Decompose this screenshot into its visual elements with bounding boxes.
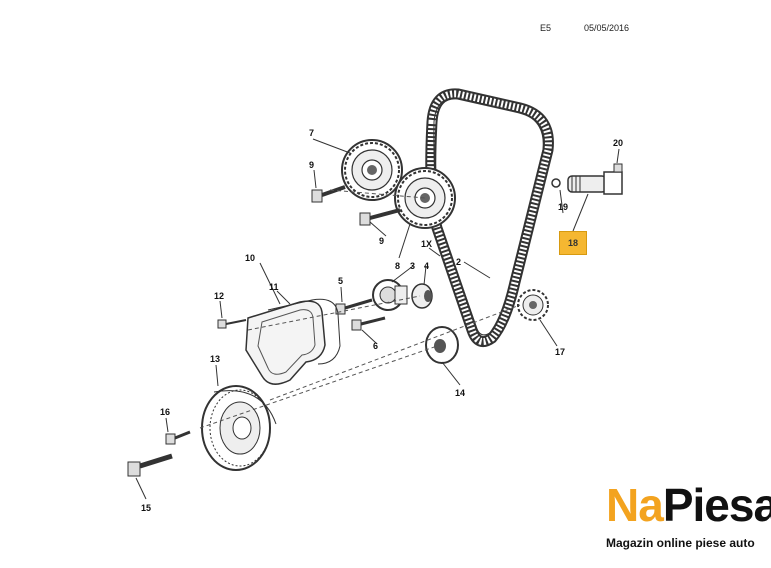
- tensioner-washer: [551, 178, 561, 188]
- hydraulic-tensioner: [567, 171, 623, 195]
- callout-labels: 7 9 9 1X 2 8 3 4 5 6 10 11 12 13 14 17 1…: [141, 128, 623, 513]
- callout-2: 2: [456, 257, 461, 267]
- timing-cover: [245, 300, 326, 385]
- tensioner-pulley: [372, 279, 408, 311]
- tensioner-bolt: [335, 298, 373, 315]
- idler-bolt: [351, 316, 386, 331]
- callout-12: 12: [214, 291, 224, 301]
- camshaft-bolt-upper: [311, 185, 346, 203]
- diagram-code: E5: [540, 23, 552, 33]
- crankshaft-pulley: [201, 385, 277, 471]
- cover-bolt: [217, 319, 247, 329]
- centre-lines: [199, 189, 521, 429]
- callout-15: 15: [141, 503, 151, 513]
- idler-pulley-lower: [425, 326, 459, 364]
- logo-part-na: Na: [606, 479, 664, 531]
- pulley-bolt: [165, 430, 191, 445]
- callout-9-upper: 9: [309, 160, 314, 170]
- callout-17: 17: [555, 347, 565, 357]
- crankshaft-bolt: [127, 453, 173, 477]
- callout-8: 8: [395, 261, 400, 271]
- callout-16: 16: [160, 407, 170, 417]
- tensioner-fastener: [613, 163, 623, 173]
- cover-gasket: [267, 298, 341, 365]
- callout-1x: 1X: [421, 239, 432, 249]
- napiesa-logo: NaPiesa: [606, 480, 771, 530]
- callout-19: 19: [558, 202, 568, 212]
- callout-3: 3: [410, 261, 415, 271]
- diagram-date: 05/05/2016: [584, 23, 630, 33]
- callout-10: 10: [245, 253, 255, 263]
- callout-20: 20: [613, 138, 623, 148]
- callout-7: 7: [309, 128, 314, 138]
- callout-18-highlight: 18: [559, 231, 587, 255]
- callout-4: 4: [424, 261, 429, 271]
- camshaft-gear-upper: [341, 139, 403, 201]
- callout-11: 11: [269, 282, 279, 292]
- callout-14: 14: [455, 388, 465, 398]
- callout-9-lower: 9: [379, 236, 384, 246]
- callout-5: 5: [338, 276, 343, 286]
- callout-6: 6: [373, 341, 378, 351]
- crankshaft-sprocket: [517, 289, 549, 321]
- camshaft-gear-lower: [394, 167, 456, 229]
- logo-tagline: Magazin online piese auto: [606, 536, 755, 550]
- callout-13: 13: [210, 354, 220, 364]
- leader-lines: [135, 138, 620, 500]
- camshaft-bolt-lower: [359, 208, 401, 226]
- logo-part-piesa: Piesa: [662, 479, 771, 531]
- idler-pulley: [411, 283, 433, 309]
